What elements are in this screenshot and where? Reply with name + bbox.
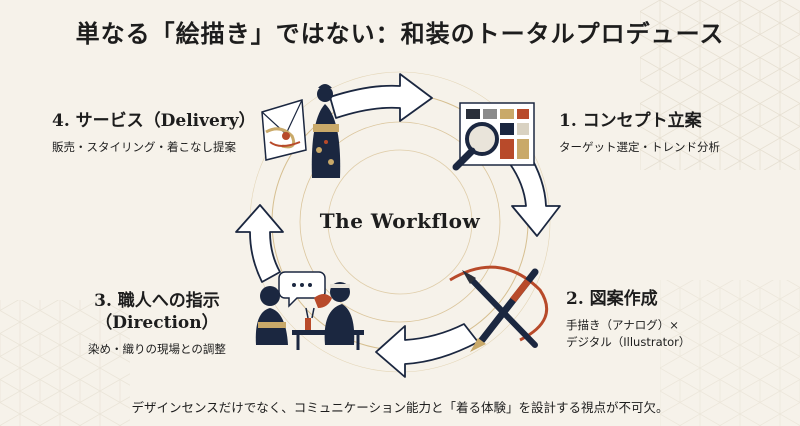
- step-description: 販売・スタイリング・着こなし提案: [52, 140, 236, 154]
- step-description: 染め・織りの現場との調整: [88, 342, 226, 356]
- page-title: 単なる「絵描き」ではない：和装のトータルプロデュース: [75, 19, 725, 48]
- step-delivery: 4. サービス（Delivery） 販売・スタイリング・着こなし提案: [52, 110, 256, 156]
- brush-pen-icon: [449, 265, 549, 352]
- kimono-gift-icon: [261, 84, 341, 178]
- step-description: 手描き（アナログ）× デジタル（Illustrator）: [566, 317, 690, 351]
- step-description-line: デジタル（Illustrator）: [566, 335, 691, 349]
- arrow-bottom: [375, 323, 479, 378]
- workflow-center-label: The Workflow: [319, 209, 481, 233]
- step-heading-line: （Direction）: [95, 313, 219, 333]
- arrow-left: [235, 204, 284, 283]
- footer-caption: デザインセンスだけでなく、コミュニケーション能力と「着る体験」を設計する視点が不…: [131, 400, 669, 415]
- cycle-arrows: [235, 73, 561, 378]
- step-heading: 4. サービス（Delivery）: [52, 111, 256, 131]
- swatch-magnifier-icon: [452, 102, 535, 171]
- step-concept: 1. コンセプト立案 ターゲット選定・トレンド分析: [559, 110, 720, 156]
- arrow-right: [509, 151, 561, 237]
- artisans-icon: [255, 271, 364, 350]
- step-heading-line: 3. 職人への指示: [94, 291, 220, 311]
- step-heading: 1. コンセプト立案: [559, 111, 702, 131]
- step-description-line: 手描き（アナログ）×: [566, 318, 679, 332]
- step-heading: 3. 職人への指示 （Direction）: [88, 290, 226, 334]
- step-description: ターゲット選定・トレンド分析: [559, 140, 720, 154]
- step-heading: 2. 図案作成: [566, 289, 658, 309]
- step-design: 2. 図案作成 手描き（アナログ）× デジタル（Illustrator）: [566, 288, 690, 351]
- arrow-top: [329, 73, 433, 122]
- step-direction: 3. 職人への指示 （Direction） 染め・織りの現場との調整: [88, 290, 226, 358]
